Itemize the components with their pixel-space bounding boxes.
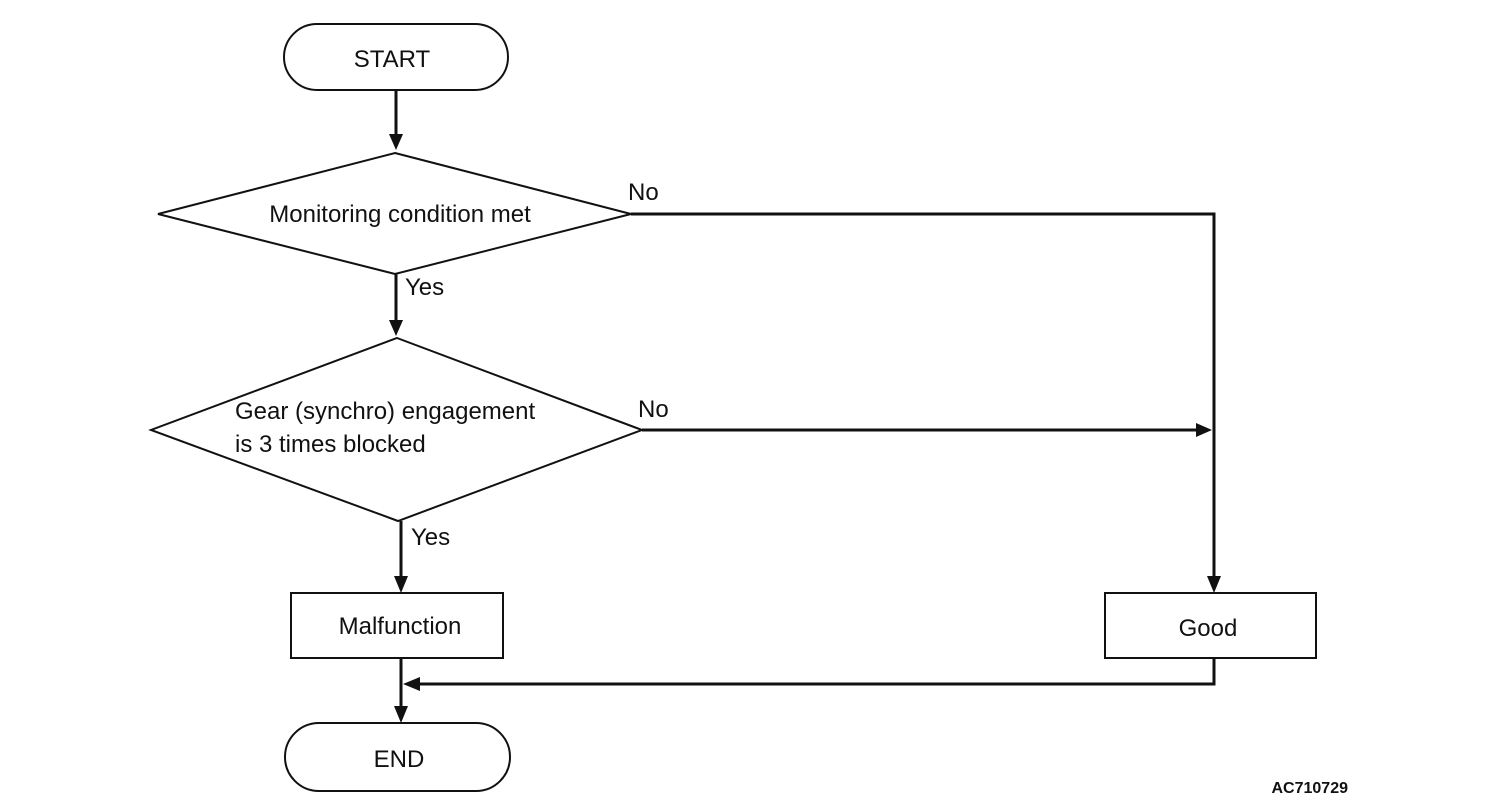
connector-decision2-no: No [638,396,1212,437]
malfunction-node: Malfunction [290,592,504,659]
end-node: END [284,722,511,792]
good-label: Good [1179,615,1238,642]
end-terminal-shape [284,722,511,792]
connector-malfunction-to-end [394,658,408,723]
decision1-yes-label: Yes [405,274,444,301]
decision2-no-label: No [638,396,669,423]
decision2-yes-label: Yes [411,524,450,551]
malfunction-label: Malfunction [339,613,462,640]
decision1-no-label: No [628,179,659,206]
decision2-diamond-shape [148,336,645,523]
decision-monitoring-condition: Monitoring condition met [157,151,632,276]
arrow-left-icon [403,677,420,691]
good-node: Good [1104,592,1317,659]
end-label: END [374,746,425,773]
connector-decision1-no: No [628,179,1221,593]
arrow-down-icon [1207,576,1221,593]
arrow-down-icon [389,134,403,150]
decision2-label-line1: Gear (synchro) engagement [235,398,535,425]
connector-decision2-yes: Yes [394,521,450,593]
connector-decision1-yes: Yes [389,274,444,336]
start-node: START [283,23,509,91]
decision-gear-engagement: Gear (synchro) engagement is 3 times blo… [148,336,645,523]
arrow-down-icon [394,706,408,723]
arrow-right-icon [1196,423,1212,437]
arrow-down-icon [394,576,408,593]
arrow-down-icon [389,320,403,336]
figure-id-label: AC710729 [1272,780,1349,797]
decision2-label-line2: is 3 times blocked [235,431,426,458]
start-label: START [354,46,431,73]
connector-start-to-decision1 [389,90,403,150]
good-box-shape [1104,592,1317,659]
connector-good-to-end [403,658,1216,691]
decision1-label: Monitoring condition met [269,201,531,228]
malfunction-box-shape [290,592,504,659]
